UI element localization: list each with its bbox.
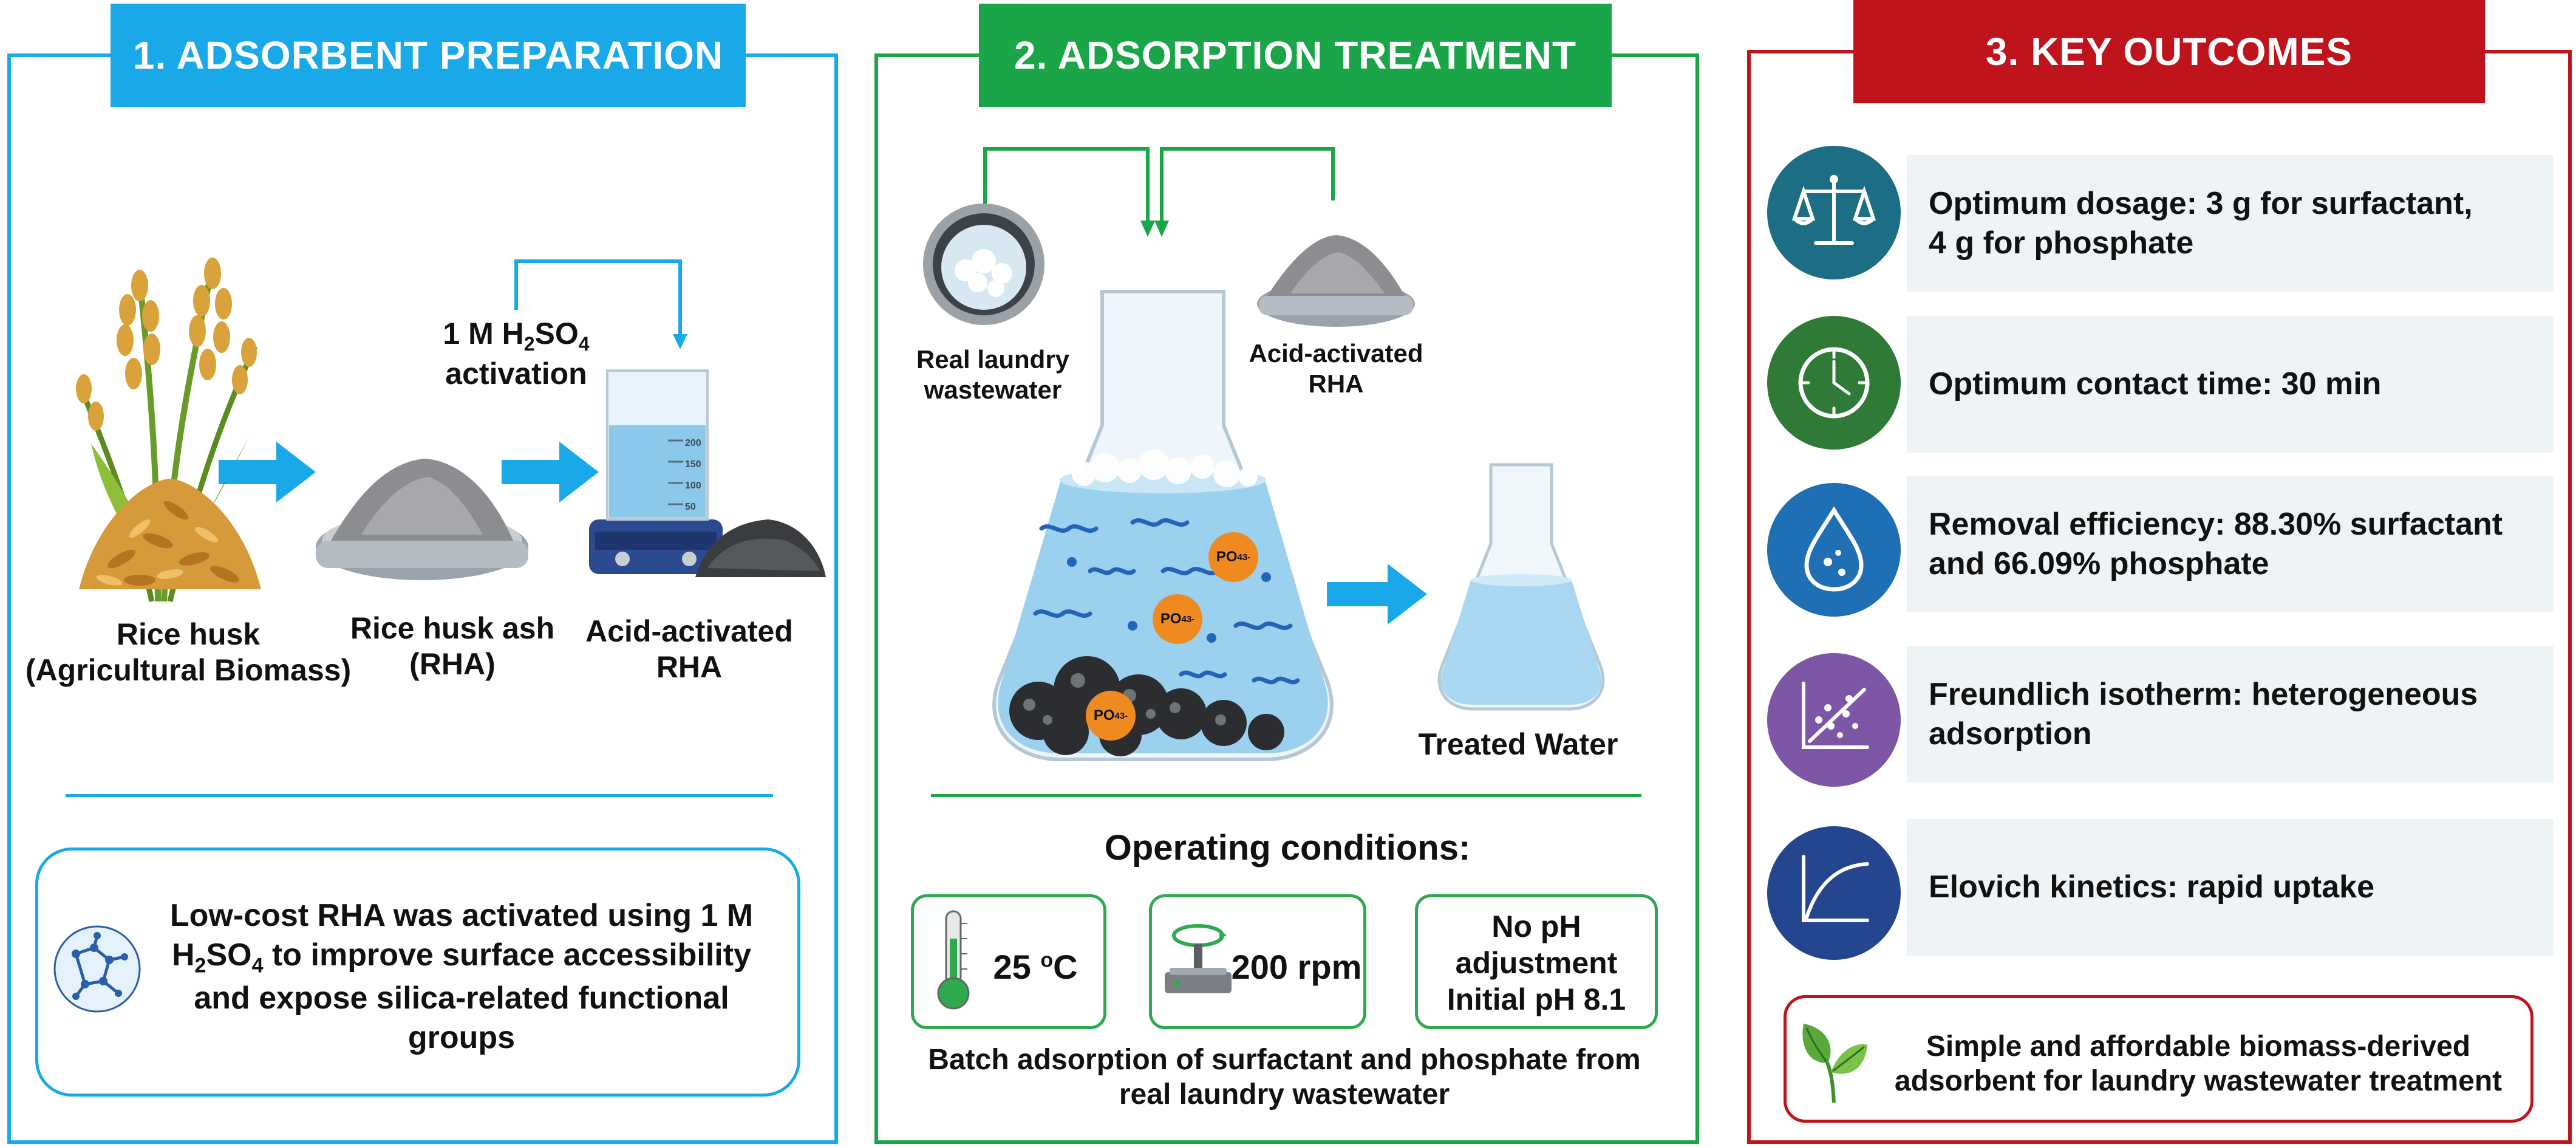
panel2-title: 2. ADSORPTION TREATMENT <box>979 4 1612 107</box>
outcome-kinetics-icon-circle <box>1767 826 1901 960</box>
arrow-right-icon <box>1327 564 1427 625</box>
batch-adsorption-caption: Batch adsorption of surfactant and phosp… <box>928 1044 1641 1111</box>
clock-icon <box>1798 347 1870 419</box>
panel1-title: 1. ADSORBENT PREPARATION <box>111 4 746 107</box>
activation-arrow <box>514 259 687 349</box>
molecule-network-icon <box>53 925 141 1013</box>
rice-husk-label: Rice husk(Agricultural Biomass) <box>25 617 352 687</box>
orbital-shaker-icon <box>1165 924 1232 993</box>
beaker-hotplate-illustration <box>589 369 826 577</box>
thermometer-icon <box>937 910 970 1010</box>
rha-label: Rice husk ash(RHA) <box>350 611 555 681</box>
ph-condition-text: No pH adjustment Initial pH 8.1 <box>1446 909 1626 1016</box>
temperature-condition-card <box>911 894 1106 1029</box>
rice-husk-ash-dish-illustration <box>316 459 528 580</box>
conclusion-box <box>1784 995 2533 1123</box>
scatter-plot-icon <box>1802 682 1869 749</box>
activation-label: 1 M H2SO4 activation <box>443 317 590 391</box>
balance-scale-icon <box>1791 175 1876 245</box>
treated-water-label: Treated Water <box>1418 727 1618 761</box>
outcome-dosage: Optimum dosage: 3 g for surfactant,4 g f… <box>1907 155 2554 292</box>
outcome-contact-time: Optimum contact time: 30 min <box>1907 316 2554 453</box>
panel1-divider <box>66 794 773 797</box>
ph-condition-card <box>1415 894 1658 1029</box>
leaf-sprout-icon <box>1802 1024 1867 1103</box>
temperature-value: 25 oC <box>993 948 1078 986</box>
operating-conditions-title: Operating conditions: <box>1104 828 1471 868</box>
erlenmeyer-flask-illustration <box>992 290 1334 761</box>
washing-machine-illustration <box>923 204 1044 325</box>
outcome-kinetics: Elovich kinetics: rapid uptake <box>1907 819 2554 956</box>
panel3-title: 3. KEY OUTCOMES <box>1853 0 2485 103</box>
shaker-condition-card <box>1149 894 1366 1029</box>
arrow-right-icon <box>502 442 599 502</box>
acid-activated-rha-dish-illustration <box>1257 235 1415 327</box>
shaker-speed-value: 200 rpm <box>1231 948 1362 986</box>
beaker-scale: 200 150 100 50 <box>685 438 701 512</box>
feed-arrows <box>983 147 1335 237</box>
outcome-removal-efficiency-icon-circle <box>1767 483 1901 617</box>
arrow-right-icon <box>219 442 316 502</box>
panel1-summary-box <box>35 847 800 1097</box>
water-drop-icon <box>1804 506 1864 592</box>
treated-water-flask-illustration <box>1437 463 1605 711</box>
panel1-summary-text: Low-cost RHA was activated using 1 M H2S… <box>169 898 754 1055</box>
panel2-divider <box>931 794 1641 797</box>
rice-husk-pile-illustration <box>79 479 261 589</box>
kinetic-curve-icon <box>1802 855 1869 922</box>
